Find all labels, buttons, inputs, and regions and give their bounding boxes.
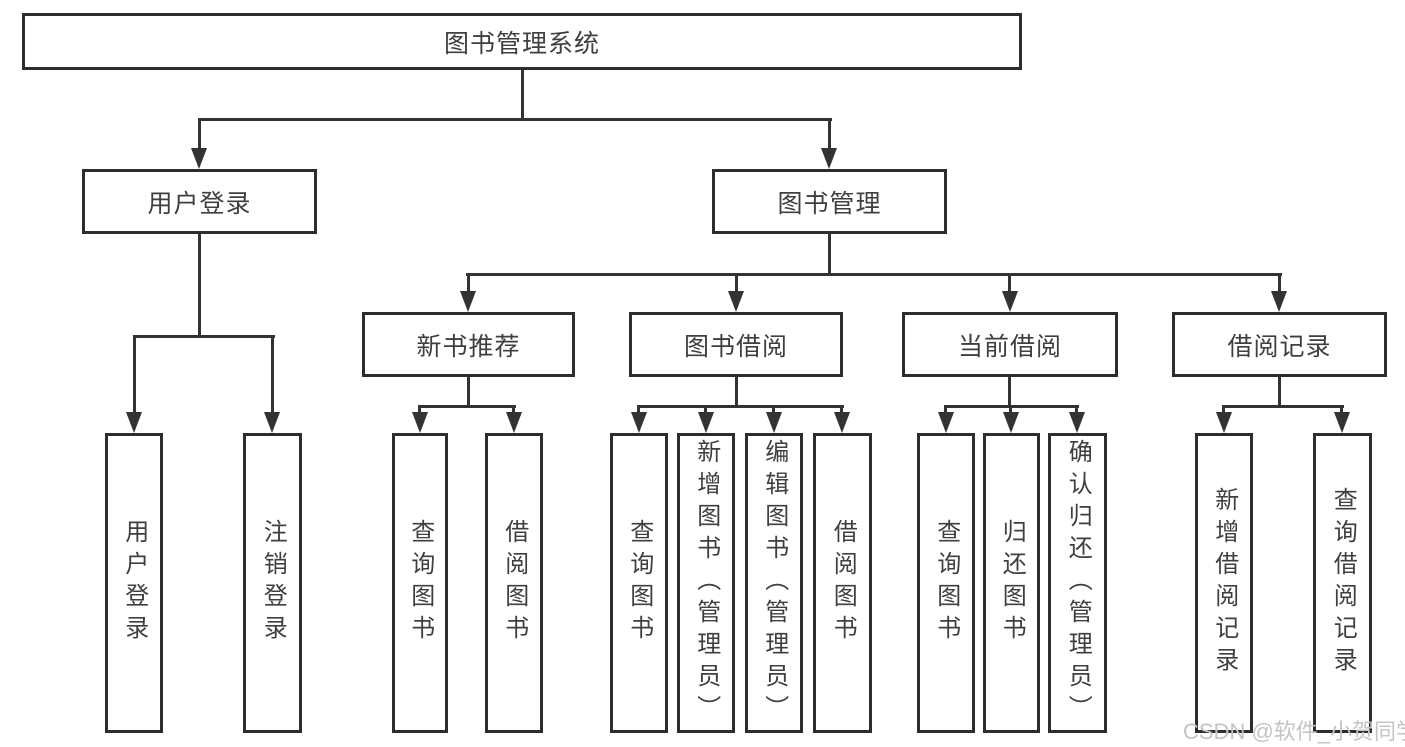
arrow-down-icon [1002,291,1018,312]
connector-line [271,335,274,415]
node-book-management-label: 图书管理 [777,189,882,218]
arrow-down-icon [126,412,142,433]
node-book-borrowing: 图书借阅 [629,312,843,377]
node-user-login-label: 用户登录 [147,189,252,218]
arrow-down-icon [460,291,476,312]
leaf-query-books-2-label: 查询图书 [625,519,653,647]
connector-line [1008,273,1011,293]
connector-line [1340,405,1343,416]
connector-line [467,273,470,293]
node-borrowing-records: 借阅记录 [1172,312,1387,377]
arrow-down-icon [1216,412,1232,433]
arrow-down-icon [412,412,428,433]
leaf-user-login: 用户登录 [105,433,163,733]
leaf-borrow-books-2: 借阅图书 [813,433,872,733]
arrow-down-icon [631,412,647,433]
leaf-query-books-3-label: 查询图书 [932,519,960,647]
connector-line [828,118,831,152]
leaf-query-books-1: 查询图书 [392,433,448,733]
node-root: 图书管理系统 [22,13,1022,70]
connector-line [1009,405,1012,416]
node-current-borrowing: 当前借阅 [902,312,1118,377]
connector-line [467,377,470,408]
connector-line [521,70,524,118]
node-book-borrowing-label: 图书借阅 [683,332,788,361]
leaf-return-books: 归还图书 [983,433,1040,733]
connector-line [772,405,775,416]
connector-line [418,405,516,408]
leaf-return-books-label: 归还图书 [998,519,1026,647]
leaf-query-borrow-record-label: 查询借阅记录 [1329,487,1357,679]
node-root-label: 图书管理系统 [443,29,600,58]
leaf-logout-label: 注销登录 [259,519,287,647]
leaf-confirm-return-admin: 确认归还（管理员） [1048,433,1107,733]
connector-line [735,377,738,408]
arrow-down-icon [264,412,280,433]
leaf-add-books-admin: 新增图书（管理员） [677,433,735,733]
leaf-add-borrow-record: 新增借阅记录 [1195,433,1253,733]
node-borrowing-records-label: 借阅记录 [1227,332,1332,361]
leaf-query-books-2: 查询图书 [610,433,668,733]
node-new-book-recommend: 新书推荐 [362,312,575,377]
node-user-login: 用户登录 [82,169,317,234]
leaf-query-books-1-label: 查询图书 [406,519,434,647]
leaf-logout: 注销登录 [243,433,302,733]
connector-line [1222,405,1225,416]
connector-line [1075,405,1078,416]
arrow-down-icon [698,412,714,433]
connector-line [1008,377,1011,408]
connector-line [1222,405,1344,408]
leaf-edit-books-admin: 编辑图书（管理员） [745,433,803,733]
leaf-edit-books-admin-label: 编辑图书（管理员） [760,439,788,727]
arrow-down-icon [821,148,837,169]
arrow-down-icon [1069,412,1085,433]
leaf-query-borrow-record: 查询借阅记录 [1313,433,1372,733]
connector-line [840,405,843,416]
arrow-down-icon [1003,412,1019,433]
leaf-add-books-admin-label: 新增图书（管理员） [692,439,720,727]
leaf-borrow-books-2-label: 借阅图书 [829,519,857,647]
connector-line [637,405,844,408]
node-book-management: 图书管理 [712,169,947,234]
connector-line [133,335,136,415]
connector-line [704,405,707,416]
leaf-query-books-3: 查询图书 [917,433,975,733]
leaf-user-login-label: 用户登录 [120,519,148,647]
arrow-down-icon [1271,291,1287,312]
connector-line [735,273,738,293]
arrow-down-icon [506,412,522,433]
arrow-down-icon [938,412,954,433]
connector-line [1278,377,1281,408]
arrow-down-icon [191,148,207,169]
arrow-down-icon [766,412,782,433]
connector-line [198,234,201,338]
connector-line [512,405,515,416]
connector-line [133,335,275,338]
leaf-borrow-books-1: 借阅图书 [485,433,543,733]
node-current-borrowing-label: 当前借阅 [957,332,1062,361]
connector-line [466,273,1282,276]
leaf-add-borrow-record-label: 新增借阅记录 [1210,487,1238,679]
connector-line [1278,273,1281,293]
leaf-confirm-return-admin-label: 确认归还（管理员） [1064,439,1092,727]
arrow-down-icon [1334,412,1350,433]
connector-line [418,405,421,416]
connector-line [944,405,947,416]
arrow-down-icon [728,291,744,312]
csdn-watermark: CSDN @软件_小贺同学 [1183,719,1405,744]
connector-line [828,234,831,276]
connector-line [198,118,201,152]
connector-line [199,118,832,121]
node-new-book-recommend-label: 新书推荐 [416,332,521,361]
connector-line [637,405,640,416]
leaf-borrow-books-1-label: 借阅图书 [500,519,528,647]
arrow-down-icon [834,412,850,433]
